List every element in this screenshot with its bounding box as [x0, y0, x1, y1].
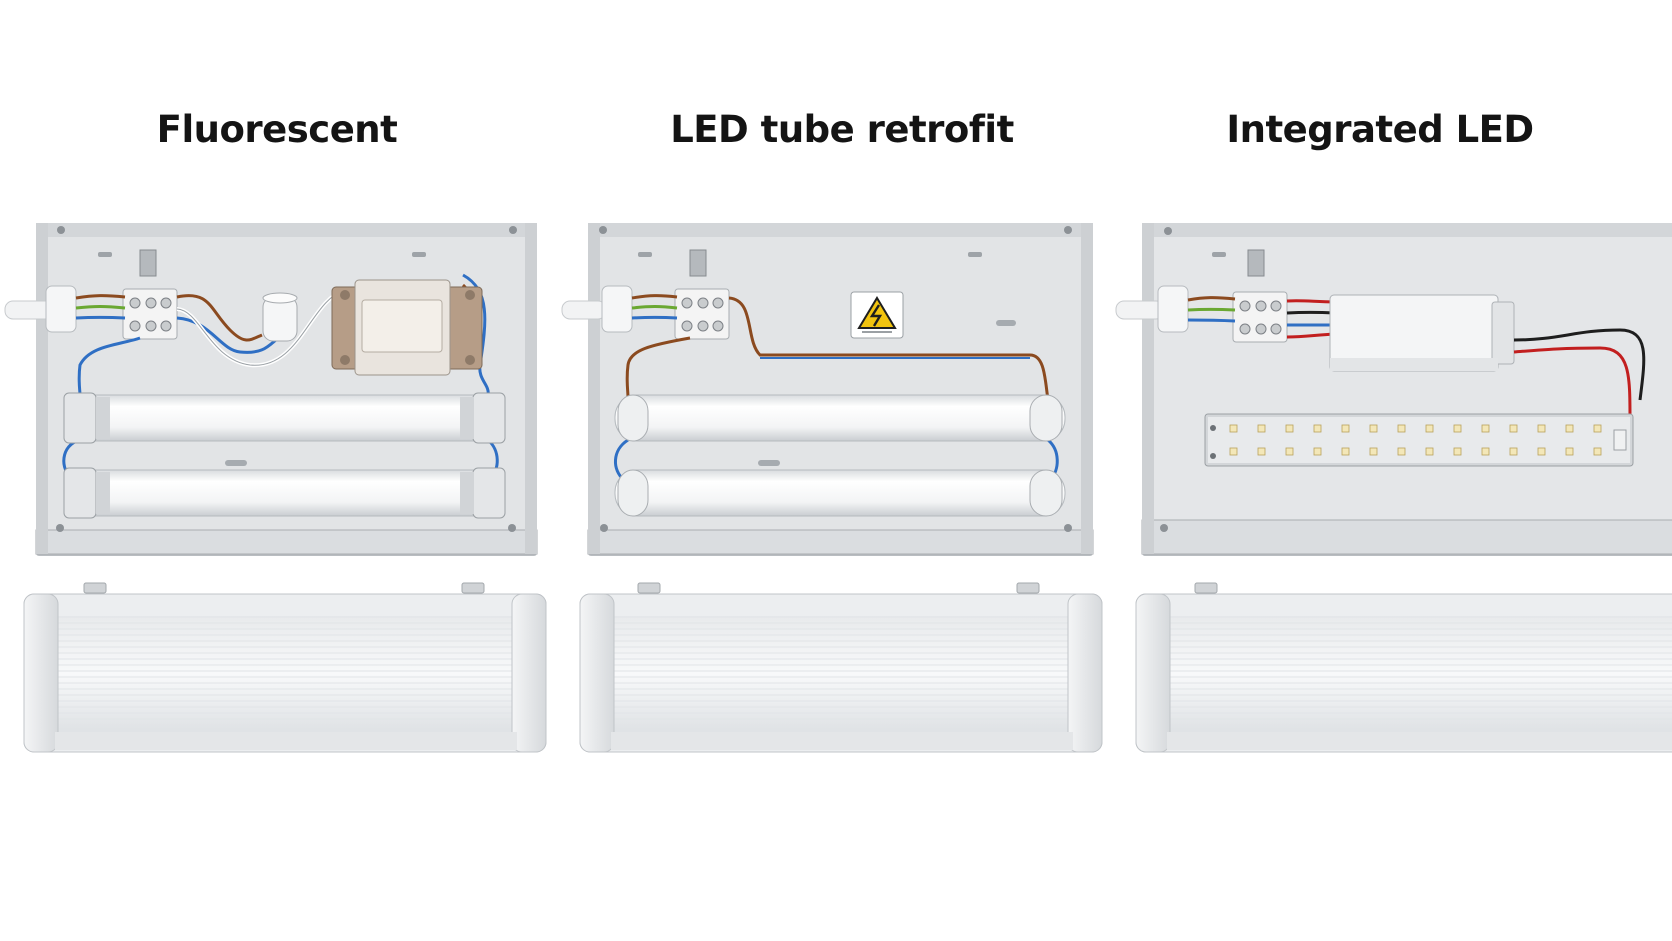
- warning-electrical-icon: [850, 291, 904, 339]
- panel-title-fluorescent: Fluorescent: [156, 108, 398, 151]
- terminal-block: [122, 288, 178, 340]
- magnetic-ballast: [331, 279, 483, 376]
- retrofit-diffuser-cover: [579, 582, 1103, 753]
- starter: [262, 292, 298, 342]
- integrated-led-housing: [1141, 223, 1672, 556]
- fluorescent-tube-lower: [63, 467, 506, 519]
- terminal-block: [1232, 291, 1288, 343]
- led-tube-lower: [614, 469, 1066, 517]
- terminal-block: [674, 288, 730, 340]
- integrated-led-diffuser-cover: [1135, 582, 1672, 753]
- fluorescent-diffuser-cover: [23, 582, 547, 753]
- fluorescent-tube-upper: [63, 392, 506, 444]
- led-board: [1204, 413, 1634, 467]
- led-driver: [1329, 294, 1515, 372]
- panel-title-integrated-led: Integrated LED: [1226, 108, 1534, 151]
- panel-title-led-tube-retrofit: LED tube retrofit: [670, 108, 1014, 151]
- led-tube-upper: [614, 394, 1066, 442]
